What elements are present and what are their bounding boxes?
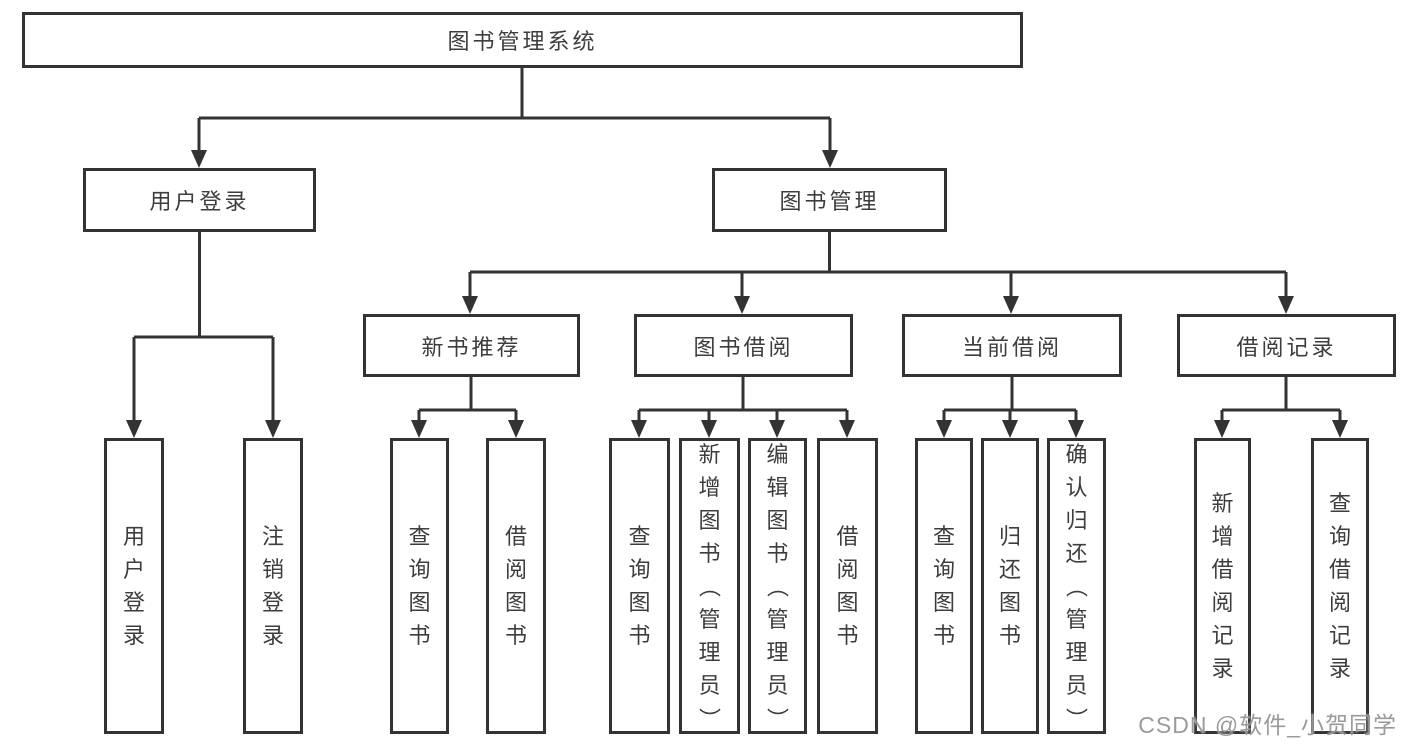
leaf-query-books-borrow-label: 查询图书 [628, 524, 651, 648]
leaf-query-books-current: 查询图书 [915, 438, 973, 734]
leaf-add-borrow-record: 新增借阅记录 [1194, 438, 1251, 734]
leaf-borrow-books-new: 借阅图书 [486, 438, 546, 734]
node-root: 图书管理系统 [22, 12, 1023, 68]
leaf-borrow-books-borrow: 借阅图书 [817, 438, 878, 734]
node-new-book-rec: 新书推荐 [363, 314, 580, 377]
leaf-borrow-books-borrow-label: 借阅图书 [836, 524, 859, 648]
leaf-logout: 注销登录 [243, 438, 303, 734]
leaf-user-login: 用户登录 [104, 438, 164, 734]
node-book-borrow: 图书借阅 [634, 314, 853, 377]
leaf-query-books-current-label: 查询图书 [932, 524, 955, 648]
node-borrow-records-label: 借阅记录 [1236, 334, 1337, 360]
leaf-user-login-label: 用户登录 [122, 524, 145, 648]
leaf-add-book-admin-label: 新增图书（管理员） [696, 441, 722, 730]
leaf-query-books-new-label: 查询图书 [408, 524, 431, 648]
leaf-confirm-return-admin: 确认归还（管理员） [1047, 438, 1106, 734]
node-book-mgmt: 图书管理 [712, 168, 947, 232]
watermark: CSDN @软件_小贺同学 [1138, 712, 1397, 738]
node-user-login-label: 用户登录 [149, 189, 250, 214]
leaf-borrow-books-new-label: 借阅图书 [504, 524, 527, 648]
leaf-add-book-admin: 新增图书（管理员） [679, 438, 740, 734]
leaf-edit-book-admin: 编辑图书（管理员） [748, 438, 807, 734]
node-book-mgmt-label: 图书管理 [779, 189, 880, 214]
leaf-confirm-return-admin-label: 确认归还（管理员） [1063, 441, 1089, 730]
node-current-borrow: 当前借阅 [902, 314, 1122, 377]
leaf-add-borrow-record-label: 新增借阅记录 [1211, 491, 1234, 681]
leaf-query-books-new: 查询图书 [390, 438, 449, 734]
leaf-edit-book-admin-label: 编辑图书（管理员） [764, 441, 790, 730]
leaf-return-books: 归还图书 [981, 438, 1039, 734]
node-new-book-rec-label: 新书推荐 [421, 334, 522, 360]
node-book-borrow-label: 图书借阅 [693, 334, 794, 360]
leaf-query-borrow-record-label: 查询借阅记录 [1328, 491, 1351, 681]
node-root-label: 图书管理系统 [447, 29, 598, 54]
leaf-query-books-borrow: 查询图书 [609, 438, 670, 734]
node-user-login: 用户登录 [83, 168, 316, 232]
node-borrow-records: 借阅记录 [1177, 314, 1396, 377]
leaf-query-borrow-record: 查询借阅记录 [1311, 438, 1369, 734]
node-current-borrow-label: 当前借阅 [961, 334, 1062, 360]
leaf-logout-label: 注销登录 [261, 524, 284, 648]
leaf-return-books-label: 归还图书 [998, 524, 1021, 648]
